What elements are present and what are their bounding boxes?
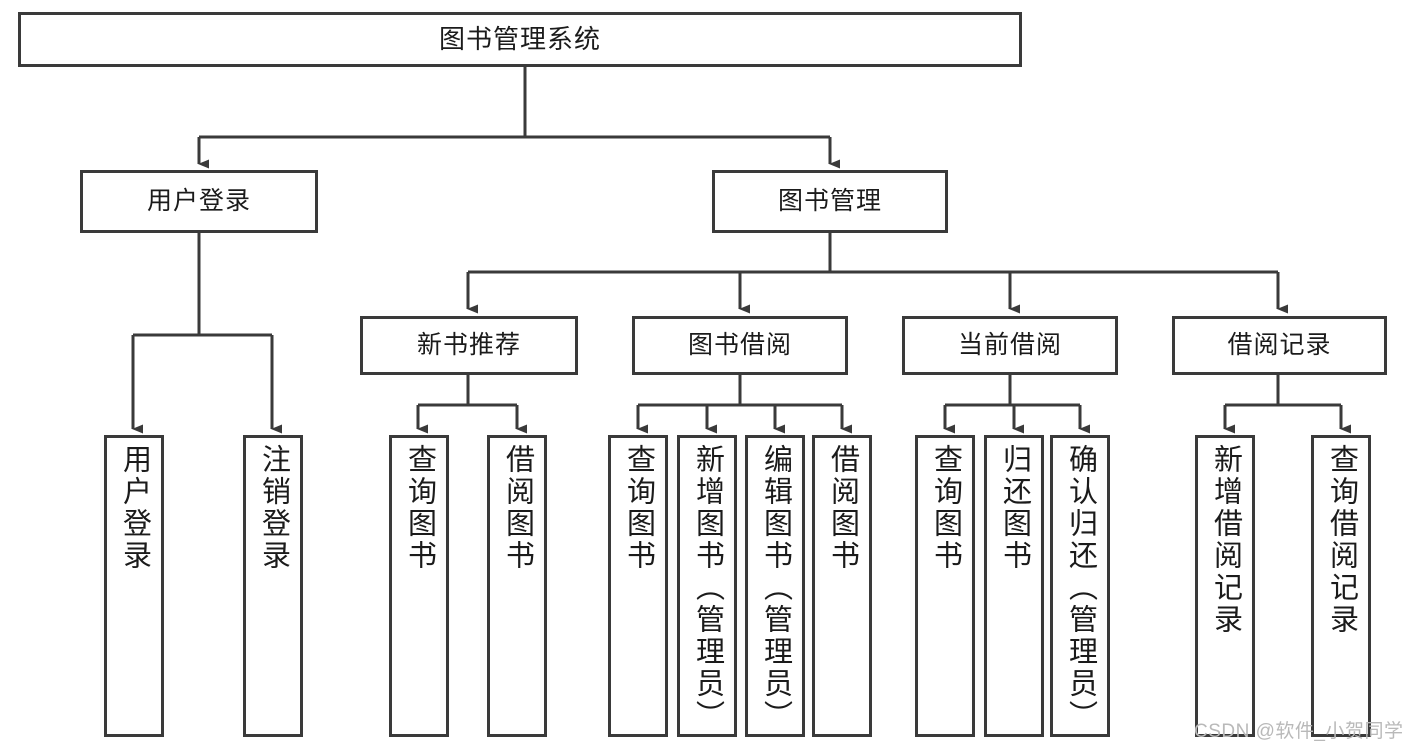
node-label: 借阅图书	[826, 444, 859, 572]
node-label: 查询图书	[403, 444, 436, 572]
leaf-current-return-book[interactable]: 归还图书	[984, 435, 1044, 737]
leaf-recommend-borrow-book[interactable]: 借阅图书	[487, 435, 547, 737]
node-current-borrow[interactable]: 当前借阅	[902, 316, 1118, 375]
leaf-borrow-edit-book-admin[interactable]: 编辑图书（管理员）	[745, 435, 805, 737]
node-label: 用户登录	[118, 444, 151, 572]
leaf-current-confirm-return-admin[interactable]: 确认归还（管理员）	[1050, 435, 1110, 737]
node-label: 新书推荐	[416, 331, 521, 360]
node-label: 确认归还（管理员）	[1064, 444, 1097, 732]
leaf-user-login[interactable]: 用户登录	[104, 435, 164, 737]
node-label: 查询借阅记录	[1325, 444, 1358, 636]
node-label: 图书管理系统	[438, 23, 601, 54]
node-label: 注销登录	[257, 444, 290, 572]
leaf-borrow-add-book-admin[interactable]: 新增图书（管理员）	[677, 435, 737, 737]
node-label: 用户登录	[146, 187, 251, 216]
node-label: 图书管理	[777, 187, 882, 216]
leaf-borrow-query-book[interactable]: 查询图书	[608, 435, 668, 737]
node-book-borrow[interactable]: 图书借阅	[632, 316, 848, 375]
node-borrow-records[interactable]: 借阅记录	[1172, 316, 1387, 375]
leaf-records-add-record[interactable]: 新增借阅记录	[1195, 435, 1255, 737]
node-new-book-recommend[interactable]: 新书推荐	[360, 316, 578, 375]
watermark-text: CSDN @软件_小贺同学	[1194, 721, 1404, 742]
node-label: 新增借阅记录	[1209, 444, 1242, 636]
node-label: 图书借阅	[687, 331, 792, 360]
node-user-login[interactable]: 用户登录	[80, 170, 318, 233]
node-label: 借阅图书	[501, 444, 534, 572]
leaf-records-query-record[interactable]: 查询借阅记录	[1311, 435, 1371, 737]
leaf-current-query-book[interactable]: 查询图书	[915, 435, 975, 737]
leaf-recommend-query-book[interactable]: 查询图书	[389, 435, 449, 737]
node-label: 查询图书	[929, 444, 962, 572]
leaf-borrow-borrow-book[interactable]: 借阅图书	[812, 435, 872, 737]
node-label: 借阅记录	[1227, 331, 1332, 360]
node-label: 新增图书（管理员）	[691, 444, 724, 732]
node-label: 归还图书	[998, 444, 1031, 572]
node-book-management[interactable]: 图书管理	[712, 170, 948, 233]
node-label: 查询图书	[622, 444, 655, 572]
leaf-user-logout[interactable]: 注销登录	[243, 435, 303, 737]
node-root-system[interactable]: 图书管理系统	[18, 12, 1022, 67]
node-label: 当前借阅	[957, 331, 1062, 360]
node-label: 编辑图书（管理员）	[759, 444, 792, 732]
